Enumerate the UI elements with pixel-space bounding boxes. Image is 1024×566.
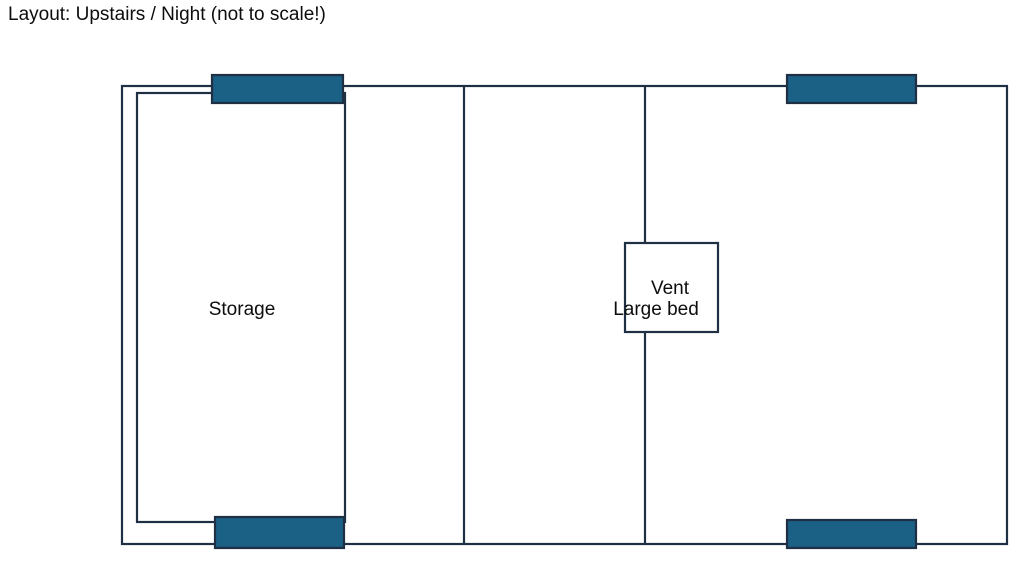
outer-frame [120, 84, 1009, 546]
window-top-right [785, 73, 918, 105]
vent-label: Vent [651, 278, 690, 299]
window-bottom-right [785, 518, 918, 550]
vent-box [623, 241, 720, 334]
window-bottom-left [213, 515, 346, 550]
bedroom-label: Large bed [613, 299, 699, 320]
window-top-left [210, 73, 345, 105]
storage-room-label: Storage [209, 299, 276, 320]
page-title: Layout: Upstairs / Night (not to scale!) [8, 4, 326, 25]
